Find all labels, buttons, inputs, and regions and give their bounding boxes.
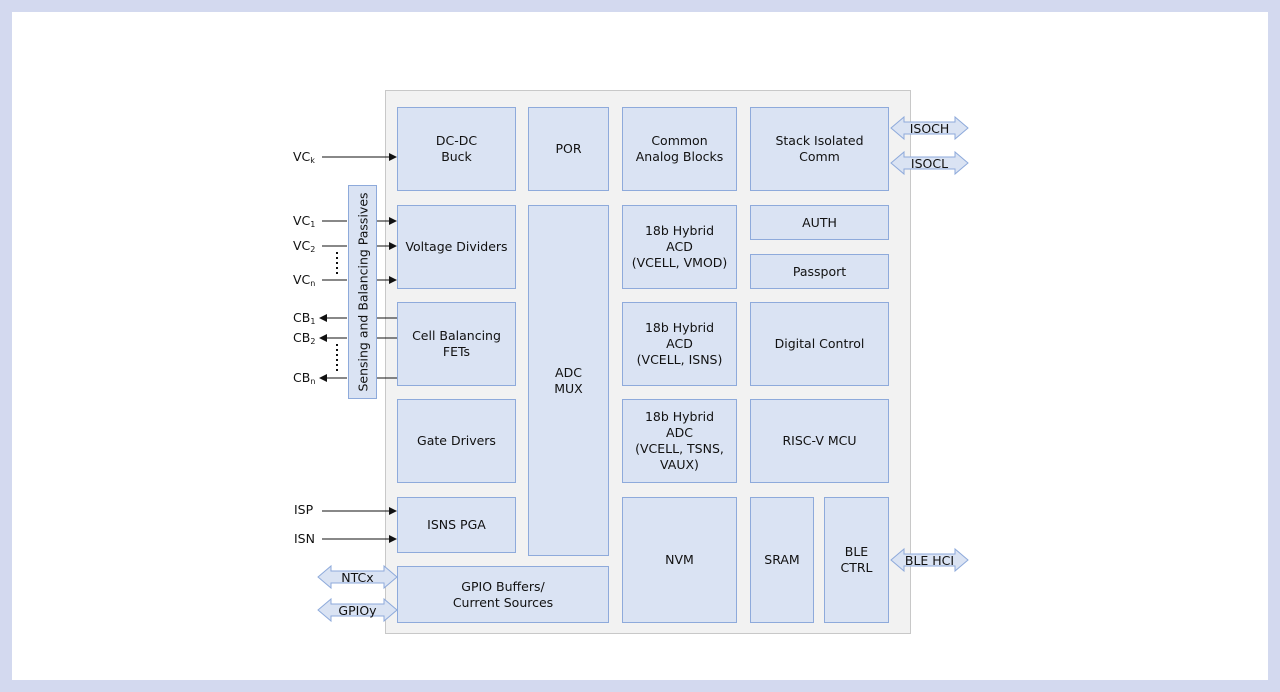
adc-vcell-vmod-block: 18b Hybrid ACD (VCELL, VMOD) [622, 205, 737, 289]
cb1-label: CB1 [293, 310, 316, 326]
isp-label: ISP [294, 502, 314, 517]
ble-hci-label: BLE HCI [904, 552, 955, 568]
vck-label: VCk [293, 149, 315, 165]
gate-drivers-block: Gate Drivers [397, 399, 516, 483]
sram-block: SRAM [750, 497, 814, 623]
isn-label: ISN [294, 531, 315, 546]
cell-balancing-fets-block: Cell Balancing FETs [397, 302, 516, 386]
isns-pga-block: ISNS PGA [397, 497, 516, 553]
risc-v-mcu-block: RISC-V MCU [750, 399, 889, 483]
adc-vcell-tsns-vaux-block: 18b Hybrid ADC (VCELL, TSNS, VAUX) [622, 399, 737, 483]
vc2-label: VC2 [293, 238, 316, 254]
stack-isolated-comm-block: Stack Isolated Comm [750, 107, 889, 191]
nvm-block: NVM [622, 497, 737, 623]
ntcx-label: NTCx [341, 569, 374, 585]
cbn-label: CBn [293, 370, 316, 386]
dcdc-buck-block: DC-DC Buck [397, 107, 516, 191]
adc-vcell-isns-block: 18b Hybrid ACD (VCELL, ISNS) [622, 302, 737, 386]
isocl-label: ISOCL [910, 155, 949, 171]
passport-block: Passport [750, 254, 889, 289]
vcn-label: VCn [293, 272, 316, 288]
isoch-label: ISOCH [909, 120, 950, 136]
ble-ctrl-block: BLE CTRL [824, 497, 889, 623]
voltage-dividers-block: Voltage Dividers [397, 205, 516, 289]
gpioy-label: GPIOy [338, 602, 377, 618]
common-analog-block: Common Analog Blocks [622, 107, 737, 191]
cb2-label: CB2 [293, 330, 316, 346]
por-block: POR [528, 107, 609, 191]
gpio-buffers-block: GPIO Buffers/ Current Sources [397, 566, 609, 623]
sensing-balancing-passives-block: Sensing and Balancing Passives [348, 185, 377, 399]
digital-control-block: Digital Control [750, 302, 889, 386]
auth-block: AUTH [750, 205, 889, 240]
vc1-label: VC1 [293, 213, 316, 229]
adc-mux-block: ADC MUX [528, 205, 609, 556]
